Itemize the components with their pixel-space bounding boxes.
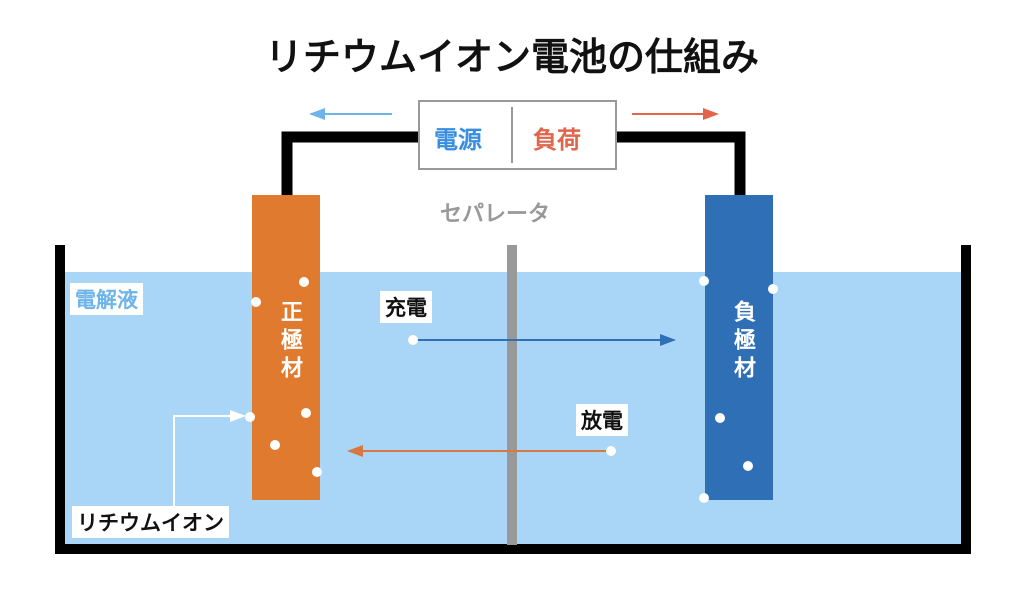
cathode [252, 195, 320, 500]
wire-right [616, 131, 746, 196]
power-source-label: 電源 [434, 126, 482, 154]
ion-dot [301, 408, 311, 418]
ion-dot [312, 467, 322, 477]
tank [55, 245, 971, 554]
power-load-box [418, 100, 617, 170]
ion-dot [715, 413, 725, 423]
ion-dot [699, 276, 709, 286]
ion-dot [299, 277, 309, 287]
ion-dot [768, 284, 778, 294]
ion-dot [743, 461, 753, 471]
ion-dot [270, 440, 280, 450]
ion-pointer-arrow [173, 410, 246, 506]
anode-label: 負極材 [730, 300, 755, 384]
ion-dot [699, 493, 709, 503]
separator-label: セパレータ [440, 202, 551, 227]
ion-dot [251, 297, 261, 307]
load-label: 負荷 [533, 126, 581, 154]
anode [705, 195, 773, 500]
lithium-ions [245, 276, 778, 503]
electrolyte-label: 電解液 [70, 283, 143, 315]
wire-left [281, 131, 419, 196]
ion-dot [245, 412, 255, 422]
ion-dot [408, 335, 418, 345]
lithium-ion-label: リチウムイオン [72, 506, 229, 538]
cathode-label: 正極材 [277, 300, 302, 384]
page-title: リチウムイオン電池の仕組み [264, 35, 759, 79]
separator [507, 245, 517, 545]
discharge-label: 放電 [576, 404, 628, 436]
charge-label: 充電 [380, 291, 432, 323]
ion-dot [606, 446, 616, 456]
